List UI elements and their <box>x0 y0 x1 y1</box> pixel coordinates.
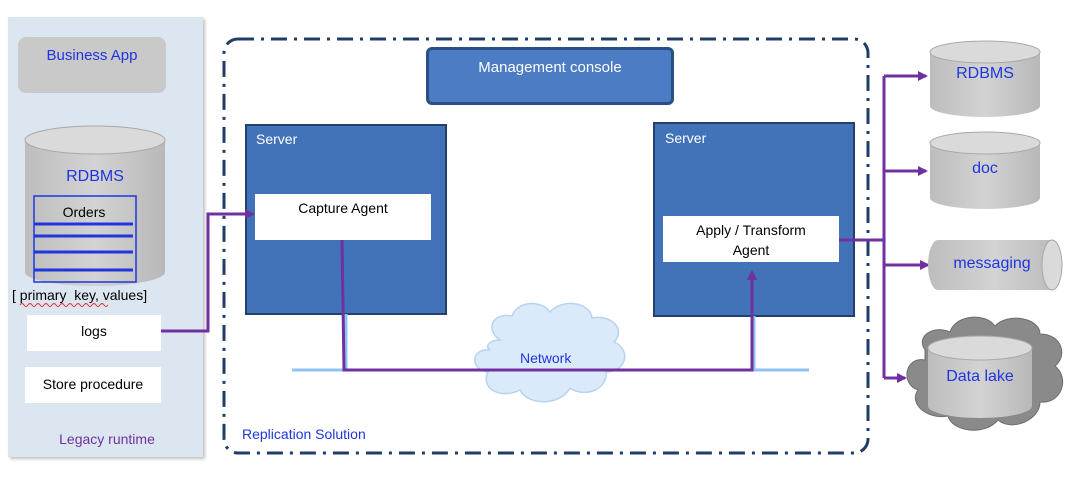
apply-agent-line1: Apply / Transform <box>696 222 806 238</box>
target-datalake-label: Data lake <box>946 368 1014 385</box>
replication-solution-label: Replication Solution <box>242 426 366 442</box>
spellcheck-squiggle <box>19 303 109 307</box>
target-messaging-label: messaging <box>953 255 1031 272</box>
orders-table <box>33 195 137 283</box>
capture-to-apply-arrow <box>340 239 757 372</box>
logs-box: logs <box>27 315 161 351</box>
right-server-label: Server <box>665 130 707 146</box>
management-console-box: Management console <box>426 47 674 105</box>
target-messaging-cylinder <box>928 239 1063 291</box>
left-server-label: Server <box>256 131 298 147</box>
primary-key-values-label: [ primary key, values] <box>12 287 148 303</box>
datalake-cylinder <box>927 335 1033 418</box>
business-app-box: Business App <box>18 37 166 93</box>
target-doc-label: doc <box>972 160 998 177</box>
network-cloud <box>474 302 626 403</box>
replication-solution-border <box>222 37 870 455</box>
legacy-runtime-label: Legacy runtime <box>59 431 155 447</box>
orders-label: Orders <box>62 204 106 220</box>
target-doc-cylinder <box>929 131 1041 209</box>
target-rdbms-cylinder <box>929 40 1041 117</box>
store-procedure-box: Store procedure <box>25 367 161 403</box>
capture-agent-box: Capture Agent <box>255 194 431 240</box>
apply-agent-line2: Agent <box>732 242 770 258</box>
network-label: Network <box>520 350 572 366</box>
target-rdbms-label: RDBMS <box>956 65 1014 82</box>
legacy-rdbms-label: RDBMS <box>66 168 124 185</box>
apply-transform-agent-box: Apply / Transform Agent <box>663 216 839 262</box>
legacy-rdbms-cylinder <box>24 125 166 286</box>
logs-to-capture-arrow <box>161 209 255 333</box>
